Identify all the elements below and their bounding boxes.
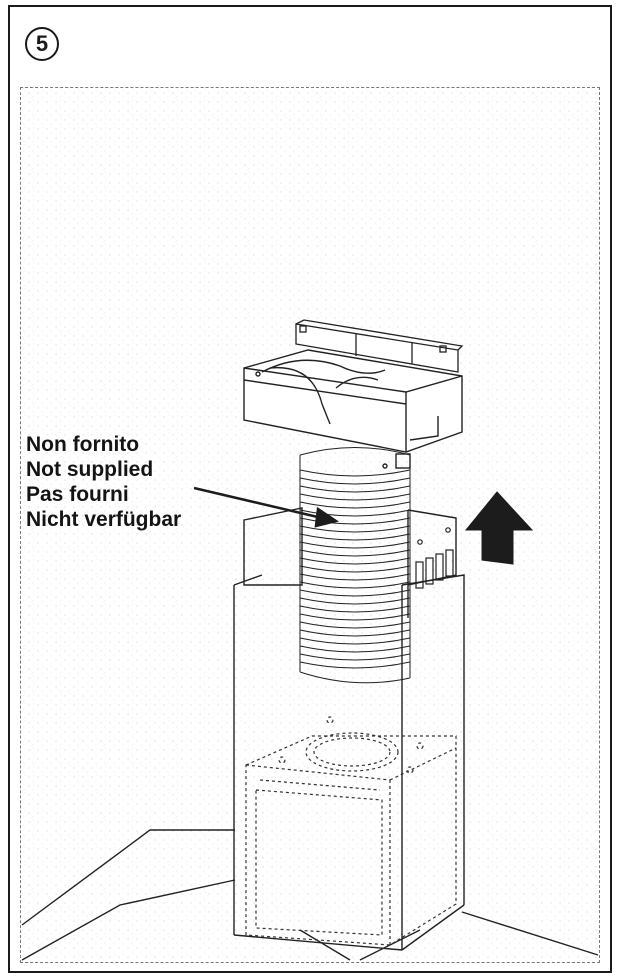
callout-line-italian: Non fornito <box>26 433 140 456</box>
callout-line-german: Nicht verfügbar <box>26 508 182 531</box>
callout-line-french: Pas fourni <box>26 483 129 506</box>
wall-corner-lines <box>21 829 599 961</box>
mounting-bracket <box>295 319 464 373</box>
blower-housing <box>243 349 463 469</box>
callout-line-english: Not supplied <box>26 458 154 481</box>
not-supplied-callout: Non fornito Not supplied Pas fourni Nich… <box>26 432 181 532</box>
callout-leader-arrow <box>193 486 340 528</box>
lift-up-arrow-icon <box>464 491 534 565</box>
step-number-badge: 5 <box>25 27 59 61</box>
lower-chimney-cover <box>245 735 457 946</box>
vent-slots <box>415 527 454 589</box>
flexible-duct <box>299 447 411 684</box>
lower-box-top-plate <box>278 716 424 774</box>
